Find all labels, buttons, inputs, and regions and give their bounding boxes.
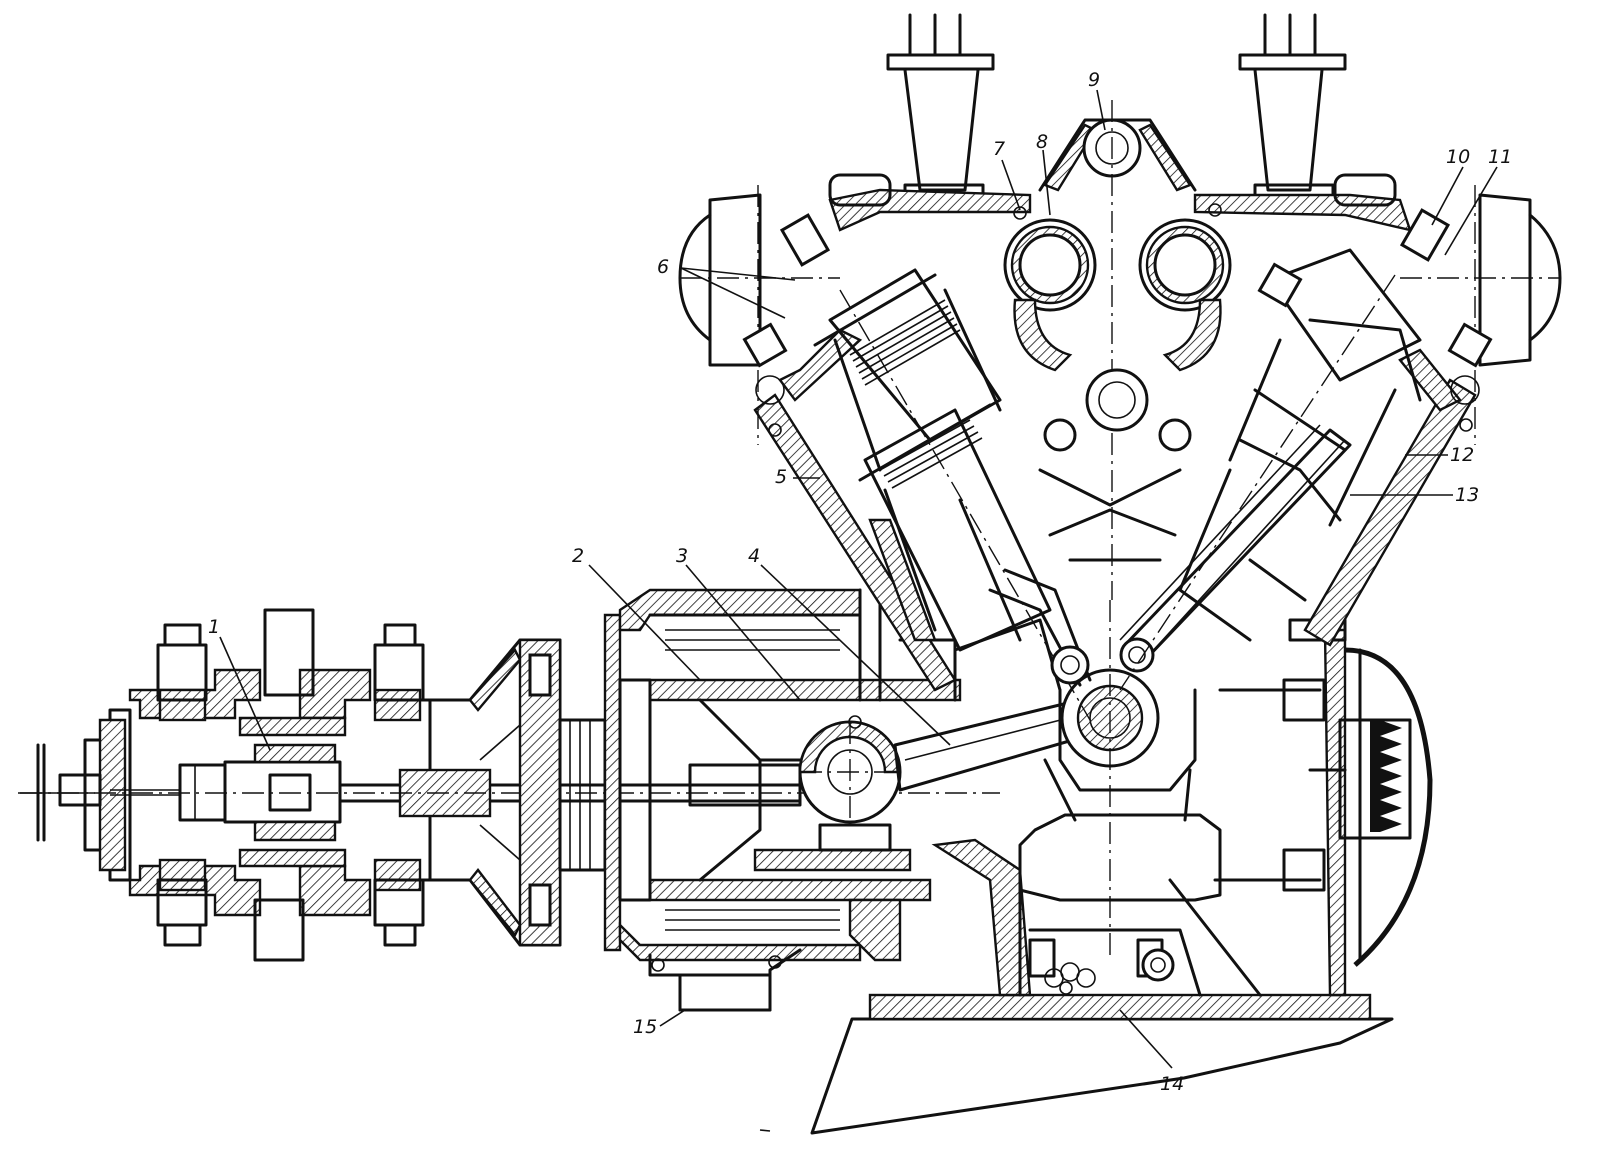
callout-1: 1 xyxy=(208,616,220,638)
callout-7: 7 xyxy=(993,138,1005,160)
central-manifold xyxy=(1003,100,1232,600)
foundation-base xyxy=(759,993,1394,1135)
right-suction-pipe xyxy=(1238,13,1347,199)
callout-labels: 1 2 3 4 5 6 7 8 9 10 11 12 13 14 15 xyxy=(208,69,1512,1095)
callout-3: 3 xyxy=(676,545,688,567)
top-valve-covers xyxy=(828,173,1412,232)
right-side-tank xyxy=(1400,185,1562,445)
left-v-cylinder xyxy=(753,268,1092,721)
valve-assembly-left xyxy=(742,213,831,437)
callout-10: 10 xyxy=(1446,146,1470,168)
distance-piece xyxy=(428,638,607,947)
callout-leaders xyxy=(219,89,1498,1069)
v-belt-pulley xyxy=(1338,718,1412,840)
callout-9: 9 xyxy=(1088,69,1100,91)
callout-11: 11 xyxy=(1488,146,1512,168)
crankshaft-journal xyxy=(1043,600,1197,960)
right-v-cylinder xyxy=(1119,248,1477,691)
oil-pump xyxy=(648,898,902,1012)
crankcase-frame xyxy=(931,618,1347,997)
callout-6: 6 xyxy=(657,256,669,278)
oil-fittings-14 xyxy=(1044,962,1096,995)
horizontal-cylinder-body xyxy=(18,608,432,962)
callout-14: 14 xyxy=(1160,1073,1184,1095)
callout-4: 4 xyxy=(748,545,760,567)
callout-12: 12 xyxy=(1450,444,1474,466)
flywheel-guard xyxy=(1308,647,1433,967)
left-suction-pipe xyxy=(886,13,995,199)
crank-counterweight xyxy=(1018,813,1222,902)
piston-rings-left xyxy=(849,299,983,489)
crosshead xyxy=(798,715,902,852)
callout-13: 13 xyxy=(1455,484,1479,506)
callout-2: 2 xyxy=(572,545,584,567)
callout-8: 8 xyxy=(1036,131,1048,153)
valve-assembly-right xyxy=(1257,208,1493,432)
callout-5: 5 xyxy=(775,466,787,488)
callout-15: 15 xyxy=(633,1016,657,1038)
